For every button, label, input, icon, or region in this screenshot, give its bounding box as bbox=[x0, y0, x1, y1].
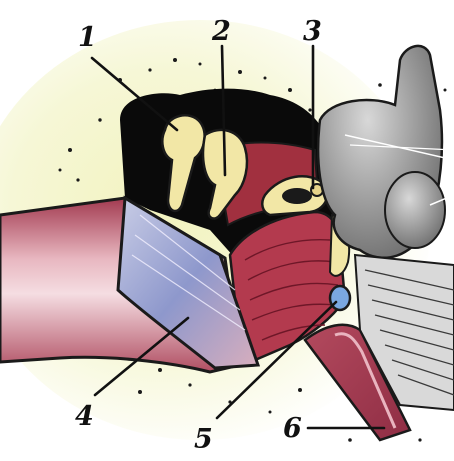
label-4: 4 bbox=[75, 401, 94, 432]
label-3: 3 bbox=[303, 16, 322, 47]
label-5: 5 bbox=[194, 424, 213, 455]
label-2: 2 bbox=[211, 16, 231, 47]
label-6: 6 bbox=[283, 413, 302, 444]
label-1: 1 bbox=[78, 22, 97, 53]
